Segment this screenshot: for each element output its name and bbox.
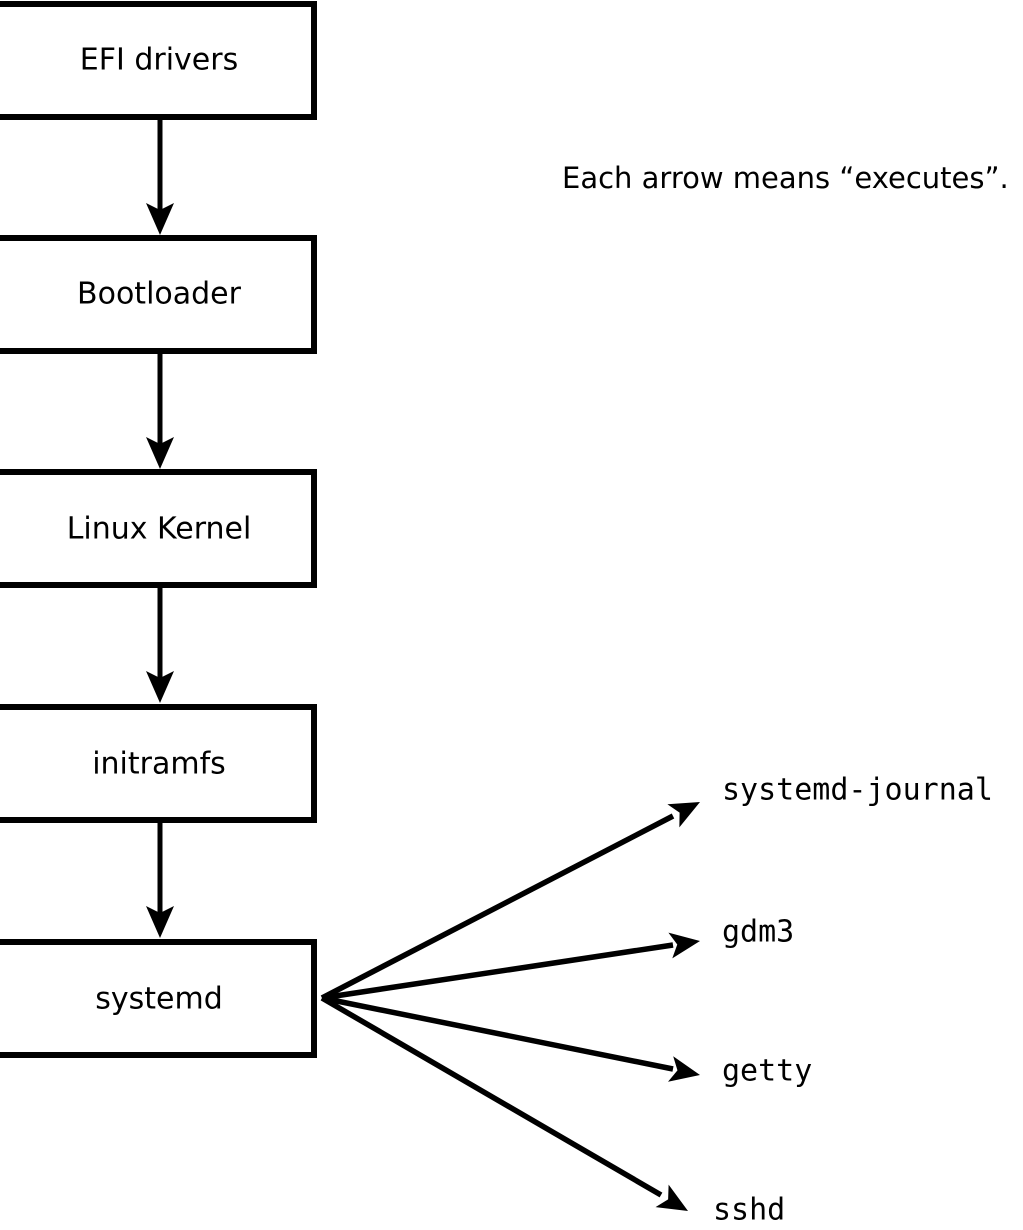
edge-systemd-to-getty <box>321 995 700 1082</box>
legend-note: Each arrow means “executes”. <box>562 161 1009 195</box>
box-label-systemd: systemd <box>95 982 223 1017</box>
box-initramfs[interactable] <box>0 704 317 823</box>
arrow-head-systemd-to-getty <box>668 1056 700 1082</box>
edge-systemd-to-gdm3 <box>321 932 700 1001</box>
edge-efi-to-bootloader <box>146 117 174 235</box>
box-systemd[interactable] <box>0 939 317 1058</box>
service-label-getty: getty <box>722 1054 812 1089</box>
edge-line-systemd-to-gdm3 <box>321 942 674 1001</box>
edge-systemd-to-systemd-journal <box>320 802 700 1001</box>
service-label-gdm3: gdm3 <box>722 915 794 950</box>
box-efi-drivers[interactable] <box>0 1 317 120</box>
node-linux-kernel[interactable]: Linux Kernel <box>0 469 317 588</box>
edge-line-systemd-to-sshd <box>320 995 663 1198</box>
edge-line-systemd-to-getty <box>321 995 674 1072</box>
box-linux-kernel[interactable] <box>0 469 317 588</box>
box-label-efi-drivers: EFI drivers <box>80 43 238 78</box>
edge-initramfs-to-systemd <box>146 820 174 938</box>
box-label-initramfs: initramfs <box>92 747 226 782</box>
edge-bootloader-to-kernel <box>146 351 174 469</box>
arrow-head-systemd-to-gdm3 <box>668 932 700 959</box>
edge-systemd-to-sshd <box>320 995 688 1211</box>
arrow-head-systemd-to-sshd <box>655 1184 688 1211</box>
edge-line-systemd-to-systemd-journal <box>320 813 675 1001</box>
box-label-linux-kernel: Linux Kernel <box>67 512 252 547</box>
service-label-sshd: sshd <box>713 1193 785 1228</box>
node-efi-drivers[interactable]: EFI drivers <box>0 1 317 120</box>
node-bootloader[interactable]: Bootloader <box>0 235 317 354</box>
node-systemd[interactable]: systemd <box>0 939 317 1058</box>
edge-kernel-to-initramfs <box>146 585 174 703</box>
box-label-bootloader: Bootloader <box>77 277 242 312</box>
service-label-systemd-journal: systemd-journal <box>722 773 993 808</box>
arrow-head-systemd-to-systemd-journal <box>667 802 700 828</box>
box-bootloader[interactable] <box>0 235 317 354</box>
node-initramfs[interactable]: initramfs <box>0 704 317 823</box>
